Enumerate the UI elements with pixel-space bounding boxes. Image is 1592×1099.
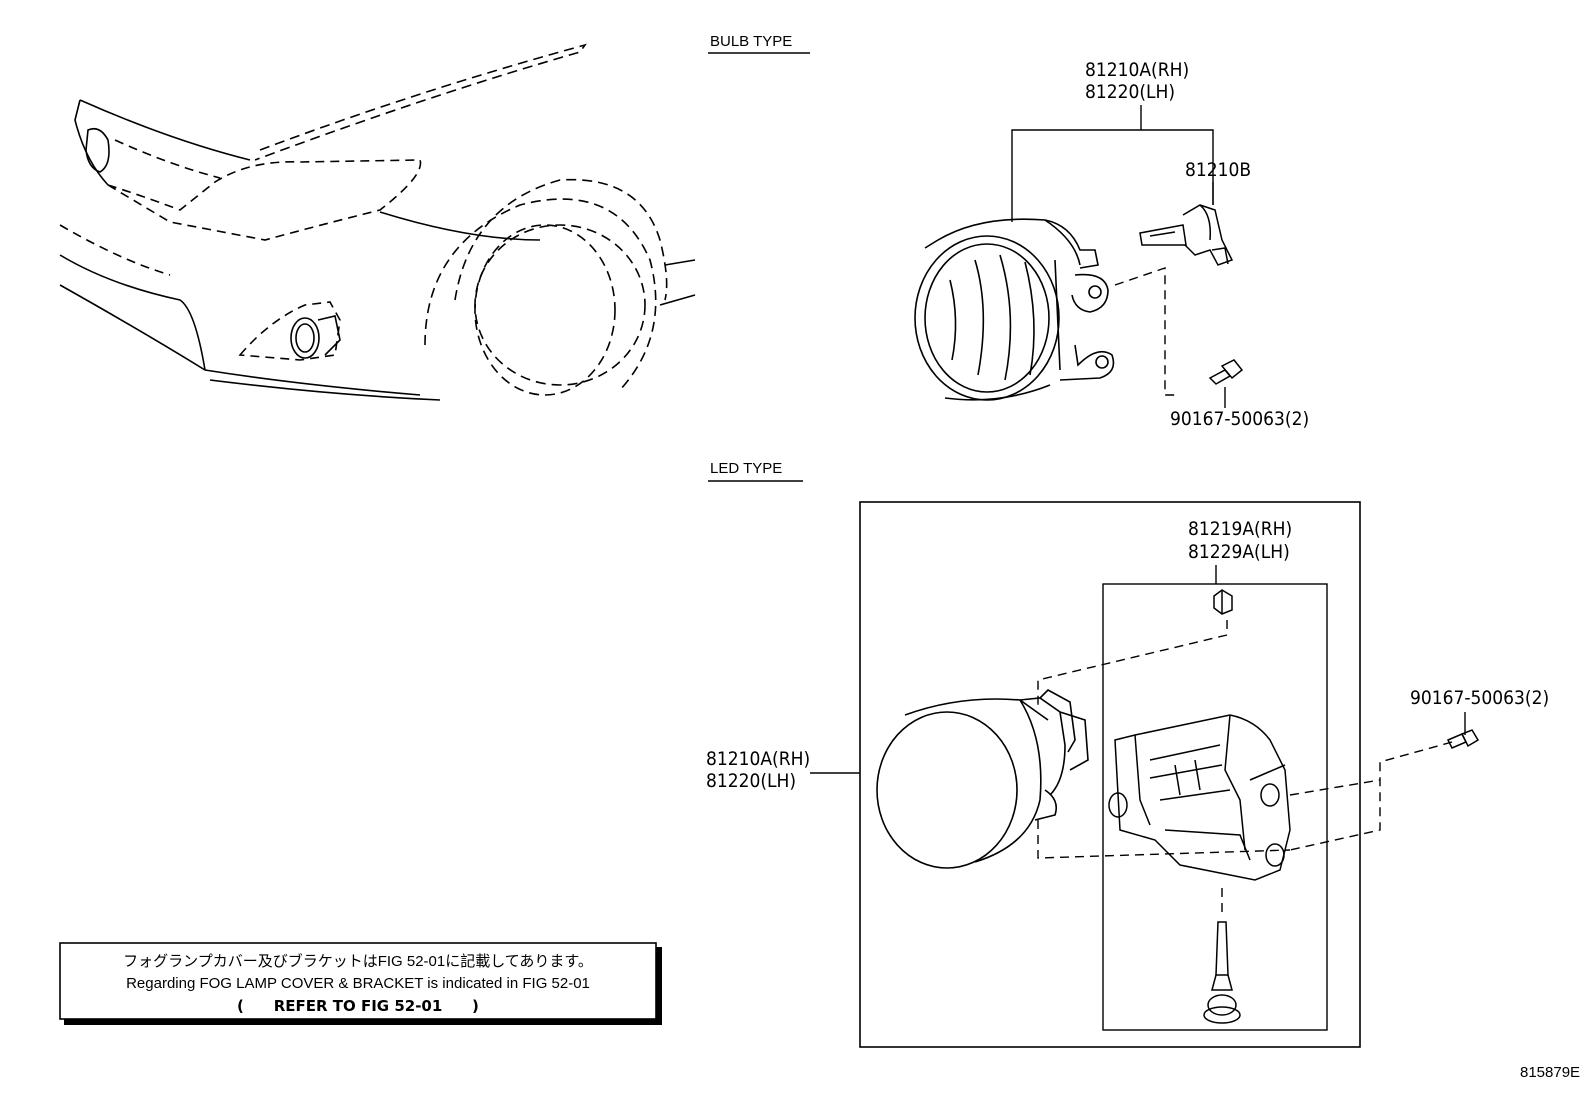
screw-icon — [1208, 359, 1244, 385]
bulb-part-label: 81210B — [1185, 159, 1251, 181]
figure-id: 815879E — [1520, 1064, 1580, 1081]
led-bracket-rh-label: 81219A(RH) — [1188, 518, 1292, 540]
led-screw-label: 90167-50063(2) — [1410, 687, 1549, 709]
bulb-leader-lines — [1011, 105, 1226, 408]
fog-lamp-bracket-icon — [1108, 714, 1291, 881]
note-box: フォグランプカバー及びブラケットはFIG 52-01に記載してあります。 Reg… — [59, 942, 662, 1025]
led-screw-icon — [1446, 729, 1480, 749]
note-japanese-text: フォグランプカバー及びブラケットはFIG 52-01に記載してあります。 — [123, 952, 593, 970]
clip-fastener-icon — [1203, 921, 1241, 1024]
led-assembly-frame — [859, 501, 1361, 1048]
led-lamp-lh-label: 81220(LH) — [706, 770, 796, 792]
led-type-title: LED TYPE — [710, 460, 782, 477]
note-refer-text: REFER TO FIG 52-01 — [274, 997, 443, 1015]
bulb-lamp-rh-label: 81210A(RH) — [1085, 59, 1189, 81]
bulb-icon — [1139, 204, 1234, 266]
bulb-type-title: BULB TYPE — [710, 33, 792, 50]
clip-nut-icon — [1213, 589, 1233, 615]
led-bracket-lh-label: 81229A(LH) — [1188, 541, 1290, 563]
led-lamp-rh-label: 81210A(RH) — [706, 748, 810, 770]
fog-lamp-bulb-type — [914, 218, 1115, 401]
note-english-text: Regarding FOG LAMP COVER & BRACKET is in… — [126, 975, 590, 992]
note-ref-open-paren: ( — [237, 997, 244, 1015]
fog-lamp-led-type — [876, 689, 1089, 869]
vehicle-front-illustration — [59, 43, 696, 401]
led-leader-lines — [810, 565, 1466, 918]
bulb-lamp-lh-label: 81220(LH) — [1085, 81, 1175, 103]
note-ref-close-paren: ) — [472, 997, 479, 1015]
bulb-screw-label: 90167-50063(2) — [1170, 408, 1309, 430]
led-bracket-subframe — [1102, 583, 1328, 1031]
